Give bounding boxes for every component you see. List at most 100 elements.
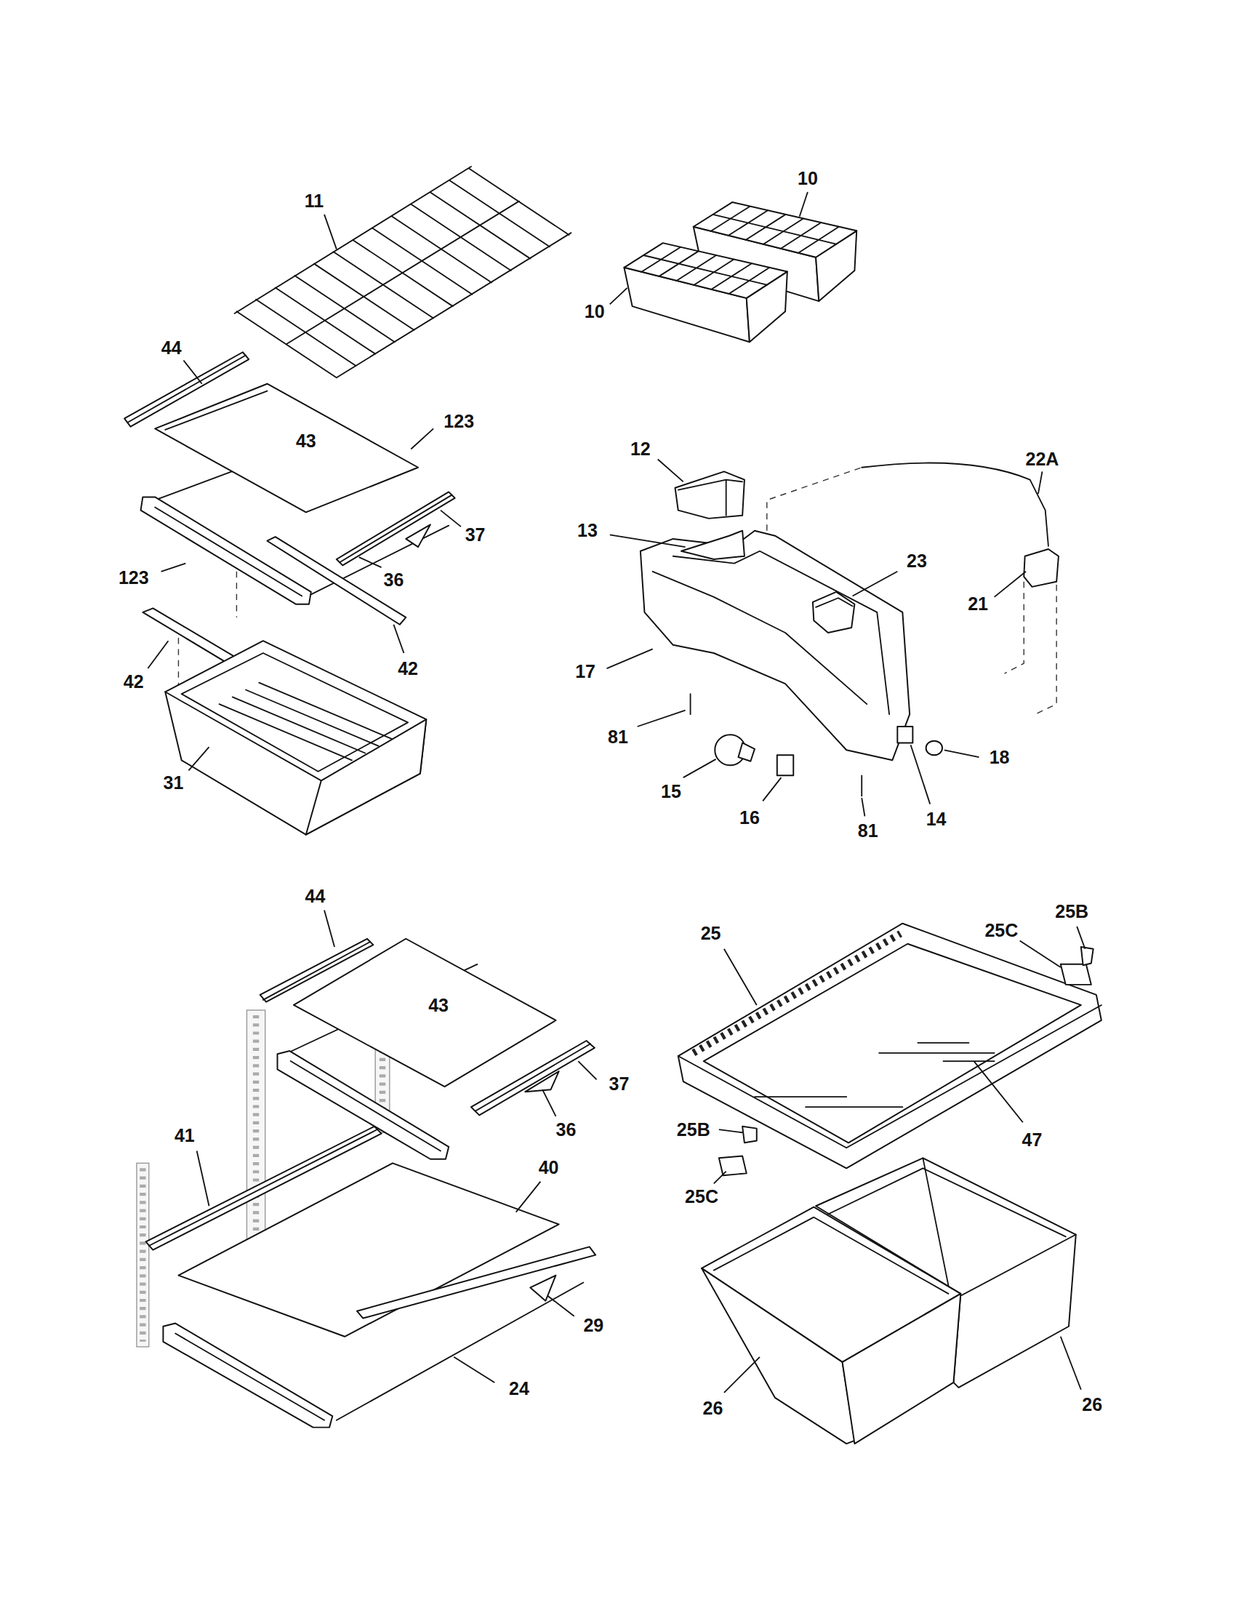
light-housing-assembly (861, 463, 1049, 547)
leader-line (610, 534, 686, 547)
wire-shelf (236, 168, 569, 379)
drawer (306, 719, 427, 834)
ice-tray (641, 247, 770, 294)
drawer (219, 682, 392, 761)
callout-number: 37 (465, 524, 486, 544)
light-housing-assembly (1004, 573, 1058, 715)
crisper-cover (678, 923, 1102, 1175)
callout-number: 25C (684, 1187, 719, 1206)
callout-number: 42 (397, 658, 419, 677)
shelf-assembly (139, 1167, 146, 1341)
leader-line (637, 710, 686, 727)
shelf-assembly (165, 391, 267, 430)
leader-line (724, 1356, 760, 1393)
callout-number: 25B (1054, 901, 1089, 920)
callout-number: 44 (161, 338, 182, 357)
callout-number: 10 (797, 169, 818, 188)
callout-number: 43 (428, 995, 449, 1014)
callout-number: 26 (1081, 1395, 1103, 1414)
light-housing-assembly (678, 479, 743, 516)
ice-tray (623, 202, 857, 342)
shelf-assembly (253, 1014, 259, 1250)
shelf-assembly (266, 536, 406, 625)
shelf-assembly (124, 351, 455, 704)
shelf-assembly (136, 938, 596, 1428)
light-housing-assembly (767, 467, 862, 531)
callout-number: 37 (608, 1073, 629, 1093)
callout-number: 81 (607, 727, 629, 746)
ice-tray (711, 206, 840, 254)
callout-number: 13 (577, 521, 598, 540)
callout-number: 12 (630, 439, 651, 459)
leader-line (197, 1150, 210, 1207)
callout-number: 40 (538, 1157, 560, 1176)
leader-line (861, 797, 865, 816)
callout-number: 25B (676, 1119, 711, 1138)
crisper-cover (678, 923, 1102, 1169)
shelf-assembly (175, 1281, 584, 1420)
leader-line (974, 1060, 1023, 1122)
leader-line (911, 744, 931, 804)
leader-line (944, 749, 980, 757)
callout-number: 17 (575, 661, 596, 680)
callout-number: 25 (700, 924, 722, 943)
callout-number: 25C (984, 921, 1018, 940)
callout-number: 10 (584, 301, 605, 320)
leader-line (852, 571, 898, 597)
leader-line (147, 640, 168, 669)
callout-number: 22A (1025, 450, 1060, 469)
light-housing-assembly (1023, 548, 1059, 587)
leader-line (578, 1060, 597, 1079)
light-housing-assembly (652, 551, 890, 714)
callout-number: 43 (295, 431, 317, 450)
callout-number: 31 (163, 772, 184, 792)
callout-number: 41 (174, 1126, 195, 1145)
callout-number: 21 (967, 594, 989, 613)
wire-shelf (234, 166, 572, 378)
light-housing-assembly (640, 530, 910, 761)
drawer (165, 640, 427, 835)
shelf-assembly (356, 1246, 596, 1318)
crisper-cover (1060, 964, 1092, 985)
leader-line (1020, 940, 1061, 967)
crisper-drawer (713, 1167, 1066, 1294)
leader-line (542, 1089, 556, 1116)
shelf-assembly (154, 506, 302, 596)
shelf-assembly (405, 524, 431, 547)
callout-number: 23 (906, 551, 927, 571)
callout-number: 36 (556, 1119, 577, 1138)
leader-line (183, 359, 202, 384)
wire-shelf (234, 166, 572, 378)
light-housing-assembly (777, 754, 794, 776)
crisper-cover (742, 1126, 757, 1143)
callout-number: 14 (926, 809, 947, 829)
light-housing-assembly (926, 740, 943, 756)
light-housing-assembly (675, 471, 745, 519)
leader-line (610, 287, 628, 304)
callout-number: 11 (304, 191, 324, 211)
leader-line (324, 909, 335, 946)
crisper-drawer (842, 1293, 962, 1444)
leader-line (799, 191, 808, 217)
shelf-assembly (154, 383, 419, 513)
drawer (165, 640, 427, 835)
light-housing-assembly (690, 693, 863, 796)
leader-line (161, 563, 187, 572)
callout-number: 123 (443, 412, 475, 431)
shelf-assembly (293, 938, 556, 1087)
shelf-assembly (246, 1009, 265, 1255)
leader-line (453, 1356, 495, 1383)
light-housing-assembly (681, 530, 745, 560)
leader-line (516, 1181, 541, 1213)
callout-number: 24 (508, 1378, 530, 1397)
leader-line (1060, 1336, 1082, 1390)
crisper-cover (1081, 946, 1094, 965)
leader-line (762, 777, 781, 801)
callout-number: 42 (123, 671, 144, 690)
drawer (165, 652, 408, 781)
callout-number: 81 (857, 820, 879, 840)
callout-number: 29 (583, 1315, 604, 1335)
ice-tray (623, 242, 787, 299)
